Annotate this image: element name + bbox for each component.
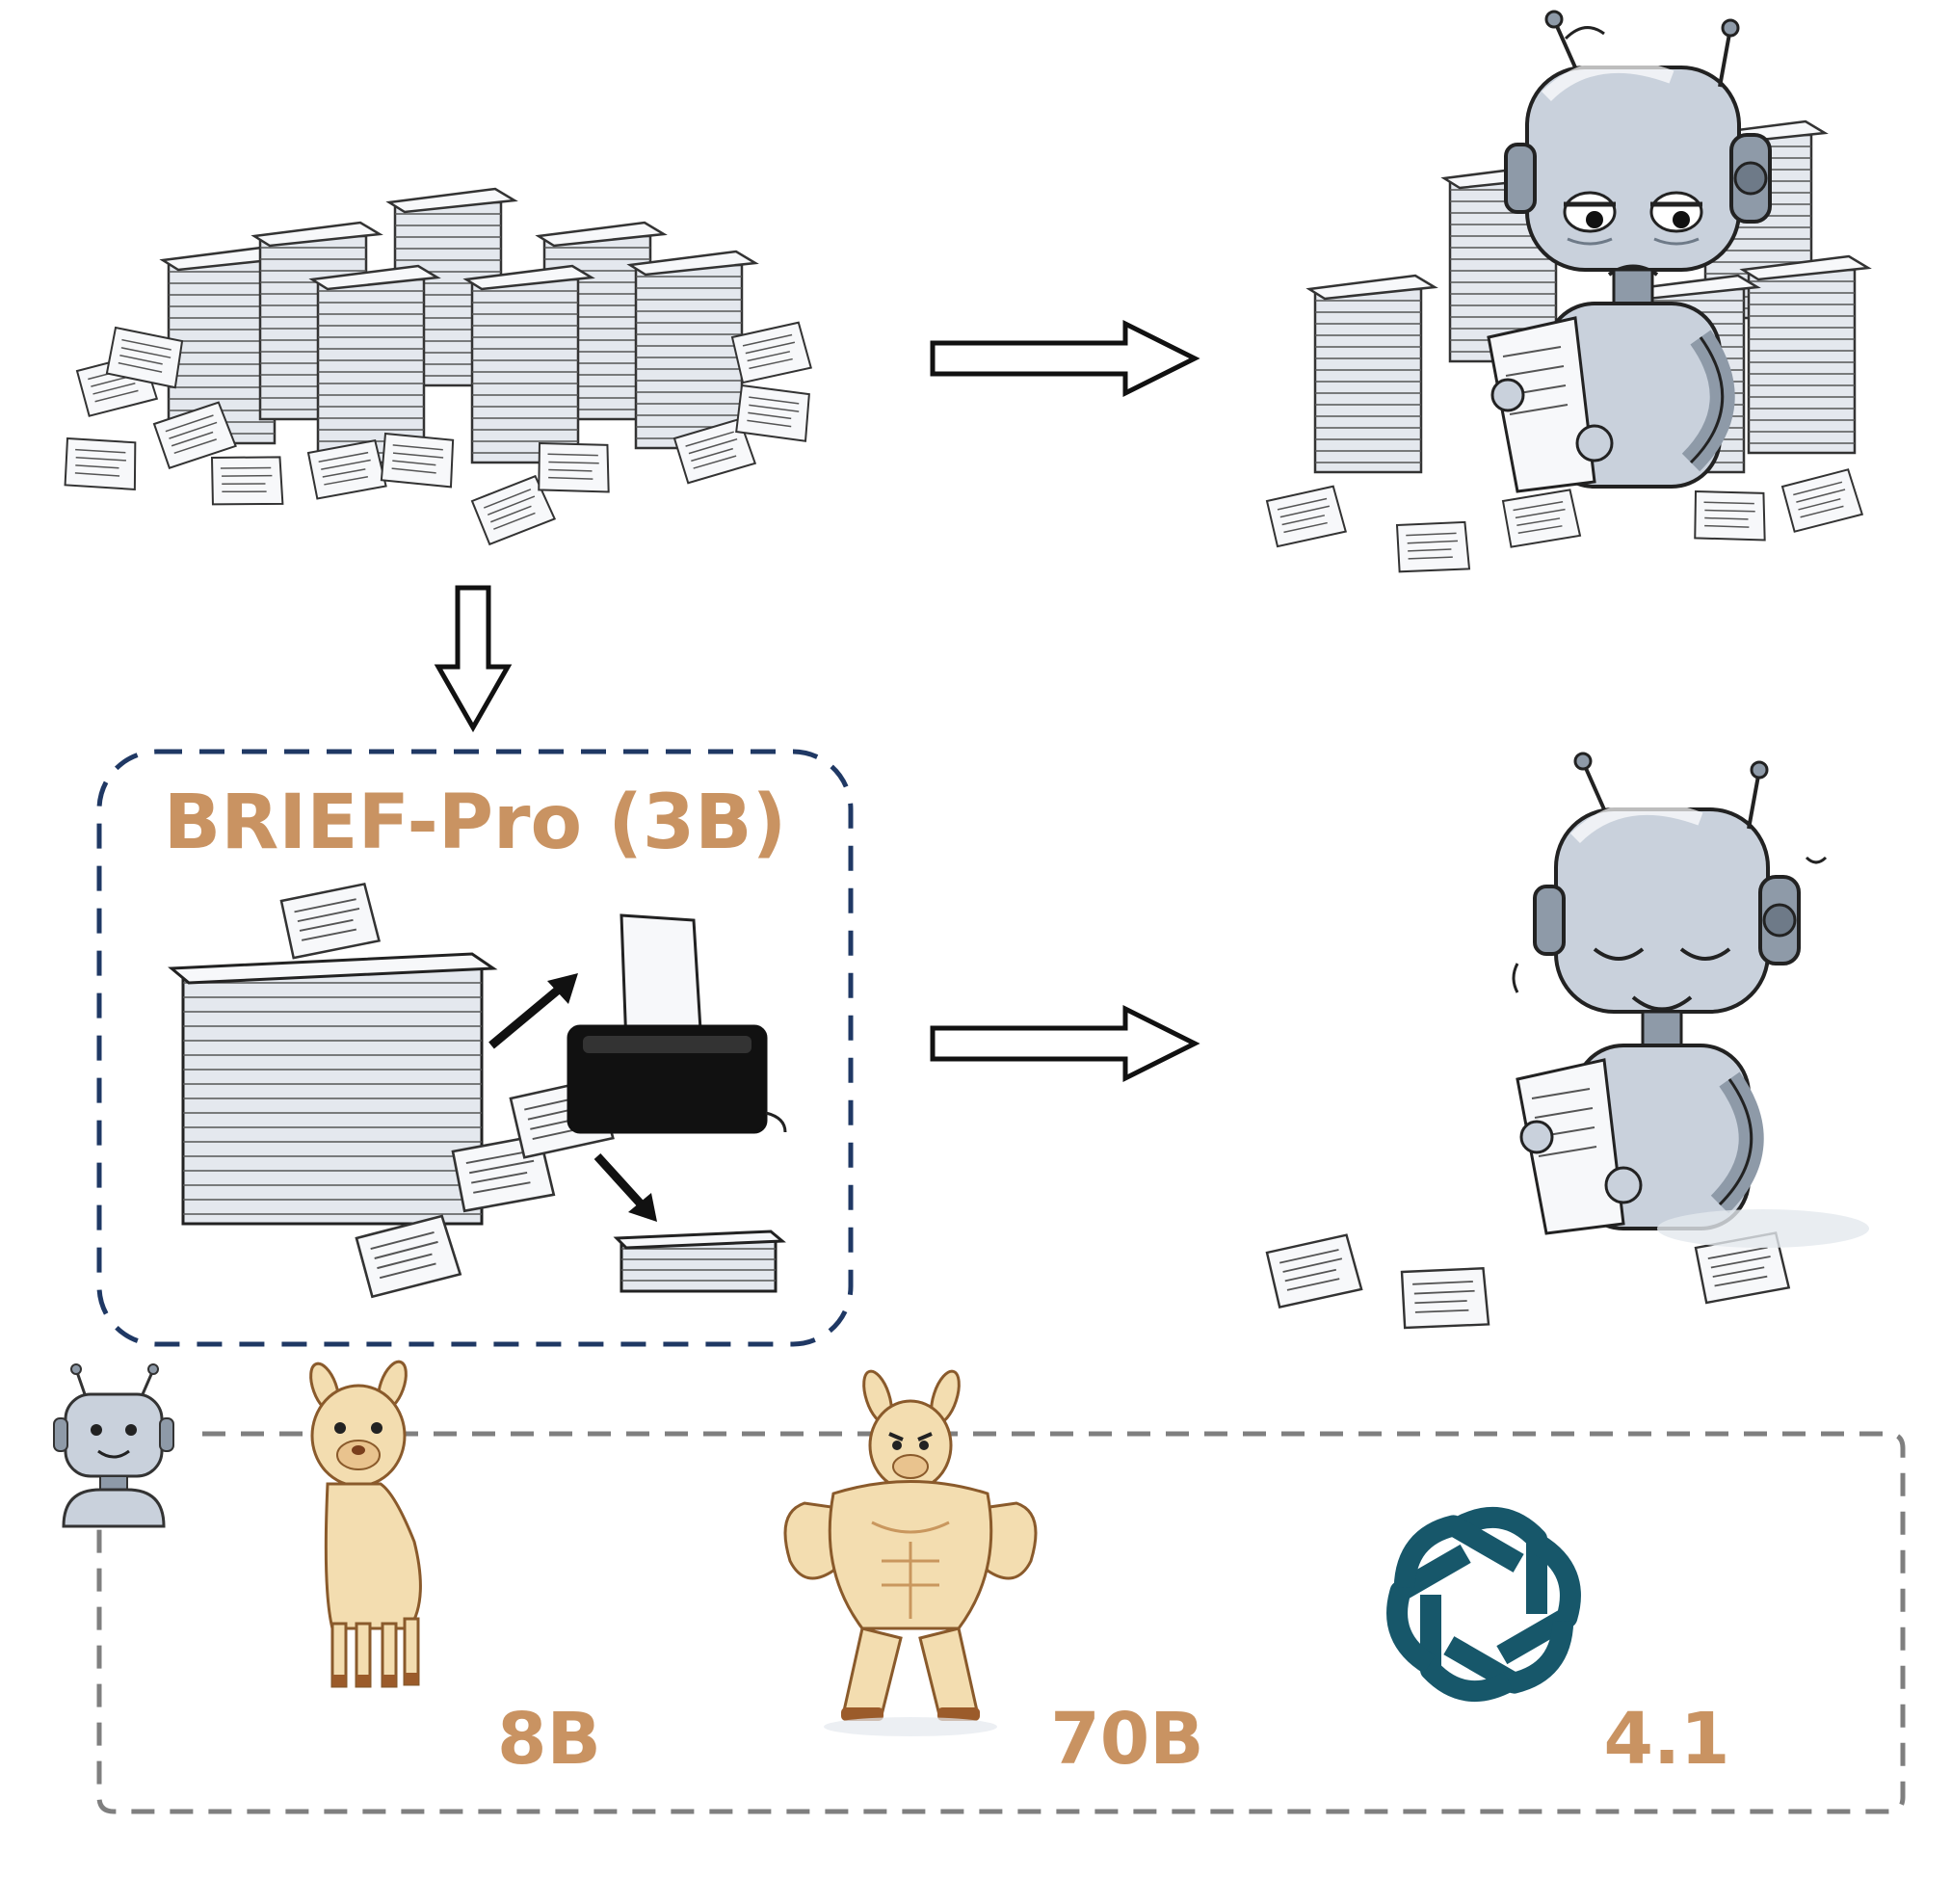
model-label-8b: 8B xyxy=(497,1698,601,1781)
arrow-down xyxy=(438,588,508,727)
openai-logo-icon xyxy=(1382,1515,1585,1693)
robot-overwhelmed-icon xyxy=(1266,12,1868,576)
robot-relaxed-icon xyxy=(1266,754,1869,1334)
llama-muscular-icon xyxy=(785,1368,1036,1736)
robot-badge-icon xyxy=(54,1364,173,1526)
compressor-box: BRIEF-Pro (3B) xyxy=(99,752,851,1344)
arrow-right-top xyxy=(933,324,1195,393)
model-label-4-1: 4.1 xyxy=(1603,1698,1729,1781)
arrow-right-bottom xyxy=(933,1009,1195,1078)
document-pile-icon xyxy=(60,189,817,545)
compression-printer-icon xyxy=(171,884,785,1298)
llama-small-icon xyxy=(305,1358,421,1686)
model-panel: 8B 70B xyxy=(54,1358,1903,1811)
compressor-title: BRIEF-Pro (3B) xyxy=(164,780,786,866)
model-label-70b: 70B xyxy=(1050,1698,1203,1781)
